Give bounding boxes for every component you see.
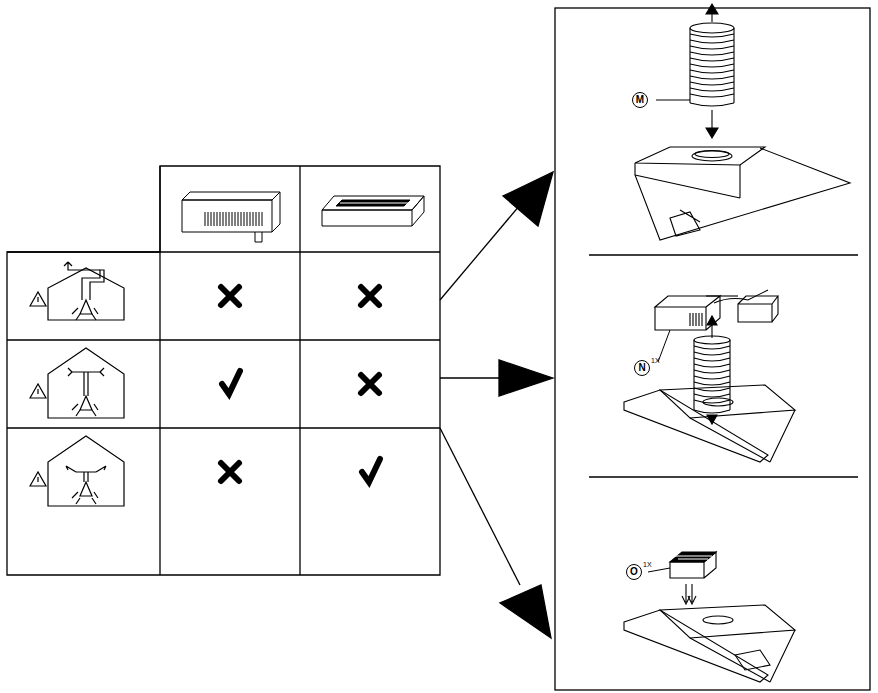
callout-letter: M bbox=[636, 95, 644, 105]
callout-letter: N bbox=[638, 363, 645, 373]
carbon-filter-box-icon bbox=[182, 192, 280, 242]
quantity-label: 1X bbox=[651, 357, 660, 365]
recirculation-filter-icon bbox=[322, 196, 424, 226]
installation-panel bbox=[555, 8, 870, 690]
ducted-outside-icon bbox=[30, 262, 124, 320]
quantity-label: 1X bbox=[643, 561, 652, 569]
leader-lines bbox=[648, 100, 690, 572]
ducted-filter-icon bbox=[30, 348, 124, 418]
hood-with-filter-box bbox=[624, 290, 795, 462]
table-marks bbox=[221, 287, 380, 482]
compatibility-table bbox=[7, 166, 440, 575]
callout-circle: N bbox=[634, 360, 650, 376]
recirculation-icon bbox=[30, 436, 124, 506]
hood-ducted bbox=[635, 4, 850, 240]
hood-recirculation bbox=[624, 552, 795, 682]
callout-circle: M bbox=[632, 92, 648, 108]
pointer-arrows bbox=[440, 172, 553, 638]
callout-circle: O bbox=[626, 564, 642, 580]
callout-letter: O bbox=[630, 567, 638, 577]
